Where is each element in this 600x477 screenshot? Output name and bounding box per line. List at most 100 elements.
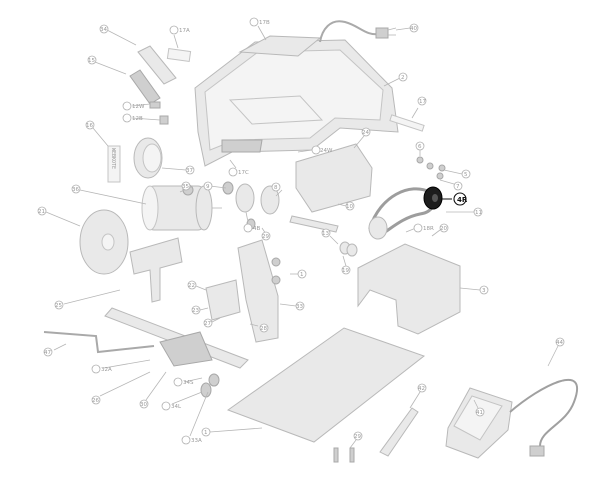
- svg-text:28: 28: [260, 326, 267, 332]
- callout-40: 40: [395, 23, 419, 33]
- callout-1: 1: [290, 269, 307, 279]
- callout-27: 27: [203, 317, 221, 328]
- callout-25: 25: [54, 289, 121, 310]
- base-housing: [357, 243, 461, 335]
- svg-text:23: 23: [192, 308, 199, 314]
- svg-text:33: 33: [296, 304, 303, 310]
- pulleys: [222, 181, 280, 230]
- svg-text:30: 30: [140, 402, 147, 408]
- callout-5: 5: [443, 169, 471, 179]
- svg-text:47: 47: [44, 350, 51, 356]
- screws: [333, 447, 355, 463]
- callout-24w: 24W: [297, 145, 333, 155]
- callout-12w: 12W: [122, 101, 151, 111]
- callout-21: 21: [37, 206, 81, 227]
- svg-text:27: 27: [204, 321, 211, 327]
- svg-text:32A: 32A: [101, 367, 112, 373]
- small-bolt-12w: [149, 101, 161, 109]
- callout-6: 6: [415, 141, 425, 156]
- svg-text:33A: 33A: [191, 438, 202, 444]
- springs: [339, 241, 358, 257]
- callout-37: 37: [161, 165, 195, 175]
- drive-shaft: [289, 215, 339, 233]
- label-strip: WEBKOTE: [107, 145, 121, 183]
- svg-text:24W: 24W: [320, 148, 333, 154]
- svg-text:34S: 34S: [183, 380, 194, 386]
- callout-32a: 32A: [91, 359, 151, 374]
- svg-text:3: 3: [482, 288, 486, 294]
- main-housing: [194, 35, 399, 167]
- handle-grips: [129, 45, 177, 105]
- callout-8: 8: [271, 182, 283, 197]
- svg-text:6: 6: [418, 144, 422, 150]
- callout-44: 44: [547, 337, 565, 367]
- callout-34l: 34L: [161, 391, 203, 411]
- svg-text:19: 19: [342, 268, 349, 274]
- svg-text:42: 42: [418, 386, 425, 392]
- callout-33a: 33A: [181, 391, 209, 445]
- svg-text:16: 16: [86, 123, 93, 129]
- callout-17b: 17B: [249, 17, 270, 41]
- svg-text:34L: 34L: [171, 404, 182, 410]
- callout-9: 9: [203, 181, 227, 191]
- label-plate-17a: [166, 47, 192, 63]
- callout-11: 11: [446, 207, 483, 217]
- svg-text:4R: 4R: [457, 196, 468, 204]
- callout-42: 42: [409, 383, 427, 409]
- svg-text:44: 44: [556, 340, 563, 346]
- svg-text:22: 22: [188, 283, 195, 289]
- callout-29-bottom: 29: [349, 431, 363, 449]
- small-bolt-12b: [159, 115, 169, 125]
- svg-text:1: 1: [300, 272, 304, 278]
- svg-text:15: 15: [88, 58, 95, 64]
- svg-text:18R: 18R: [423, 226, 434, 232]
- callout-28: 28: [249, 323, 269, 333]
- pedal-cord: [509, 378, 578, 457]
- switch-plate: [389, 114, 425, 132]
- callout-36: 36: [71, 184, 147, 205]
- svg-text:9: 9: [206, 184, 210, 190]
- callout-47: 47: [43, 343, 67, 357]
- hand-tool: [379, 407, 419, 457]
- callout-41: 41: [473, 399, 485, 417]
- foot-pedal: [445, 387, 513, 459]
- callout-35: 35: [179, 181, 194, 193]
- svg-text:12W: 12W: [132, 104, 145, 110]
- callout-34s: 34S: [173, 377, 203, 387]
- callout-29: 29: [261, 227, 271, 241]
- svg-text:40: 40: [410, 26, 417, 32]
- bearing-plate: [295, 143, 373, 213]
- adjustment-knobs: [200, 373, 220, 398]
- power-cord-top: [319, 20, 397, 43]
- callout-30: 30: [139, 371, 167, 409]
- callout-4b: 4B: [243, 211, 260, 233]
- pulley-4r-highlighted: [423, 186, 443, 210]
- callout-10: 10: [337, 201, 355, 211]
- svg-text:35: 35: [182, 184, 189, 190]
- callout-17: 17: [411, 96, 426, 119]
- svg-text:4B: 4B: [253, 226, 260, 232]
- callout-17c: 17C: [228, 159, 249, 177]
- callout-26: 26: [91, 371, 151, 405]
- svg-text:29: 29: [262, 234, 269, 240]
- handle-rod: [43, 331, 155, 354]
- callout-12b: 12B: [122, 113, 161, 123]
- callout-33: 33: [279, 301, 305, 311]
- base-plate: [226, 327, 426, 443]
- callout-13: 13: [321, 228, 339, 245]
- mounting-bracket: [129, 237, 183, 303]
- svg-text:20: 20: [440, 226, 447, 232]
- callout-1-bottom: 1: [201, 427, 263, 437]
- vertical-column: [237, 239, 279, 343]
- callout-20: 20: [431, 223, 449, 237]
- clamp-parts: [205, 257, 281, 321]
- svg-text:13: 13: [322, 231, 329, 237]
- callout-34: 34: [99, 24, 137, 46]
- svg-text:17: 17: [419, 99, 426, 105]
- callout-22: 22: [187, 280, 207, 291]
- callout-7: 7: [439, 179, 463, 191]
- callout-4r: 4R: [442, 192, 468, 206]
- svg-text:17A: 17A: [179, 28, 190, 34]
